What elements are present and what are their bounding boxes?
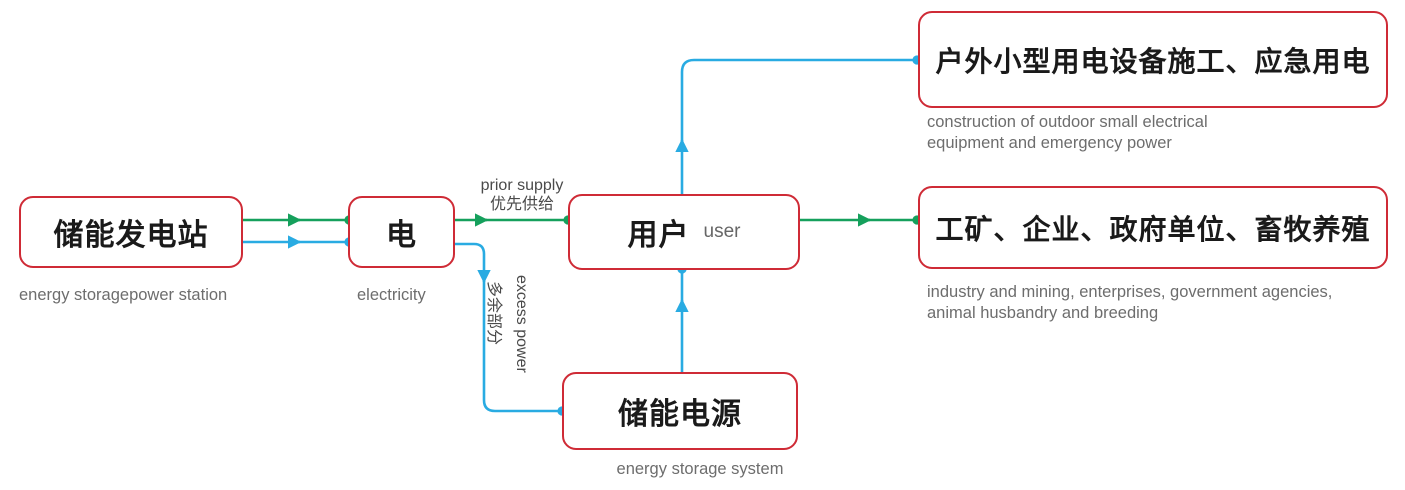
node-electricity-label: 电	[386, 219, 417, 252]
node-storage-system[interactable]: 储能电源	[562, 372, 798, 450]
edge-label-prior-supply: prior supply 优先供给	[467, 176, 577, 214]
caption-outdoor-equipment: construction of outdoor small electrical…	[927, 113, 1208, 152]
edge-electricity-to-user	[455, 213, 573, 227]
node-outdoor-equipment-label: 户外小型用电设备施工、应急用电	[935, 45, 1371, 77]
node-electricity[interactable]: 电	[348, 196, 455, 268]
node-user-en-label: user	[703, 221, 741, 242]
node-industry-enterprise-label: 工矿、企业、政府单位、畜牧养殖	[935, 213, 1371, 245]
edge-label-prior-supply-en: prior supply	[480, 177, 564, 194]
edge-user-to-industry	[800, 213, 922, 227]
edge-label-excess-power-en: excess power	[513, 275, 530, 373]
node-power-station-label: 储能发电站	[53, 219, 209, 252]
edge-user-to-outdoor	[675, 55, 922, 194]
caption-industry-enterprise: industry and mining, enterprises, govern…	[927, 283, 1333, 322]
node-user-label: 用户	[627, 219, 690, 252]
edge-electricity-to-storage	[455, 242, 567, 416]
node-user[interactable]: 用户 user	[568, 194, 800, 270]
caption-electricity: electricity	[357, 286, 426, 304]
edge-station-to-electricity-blue	[243, 235, 354, 249]
node-outdoor-equipment[interactable]: 户外小型用电设备施工、应急用电	[918, 11, 1388, 108]
node-industry-enterprise[interactable]: 工矿、企业、政府单位、畜牧养殖	[918, 186, 1388, 269]
caption-storage-system: energy storage system	[616, 460, 784, 478]
edge-station-to-electricity-green	[243, 213, 354, 227]
caption-power-station: energy storagepower station	[19, 286, 228, 304]
edge-storage-to-user	[675, 264, 689, 372]
node-power-station[interactable]: 储能发电站	[19, 196, 243, 268]
edge-label-prior-supply-cn: 优先供给	[489, 196, 554, 213]
edge-label-excess-power-cn: 多余部分	[485, 281, 502, 346]
node-storage-system-label: 储能电源	[618, 398, 742, 431]
